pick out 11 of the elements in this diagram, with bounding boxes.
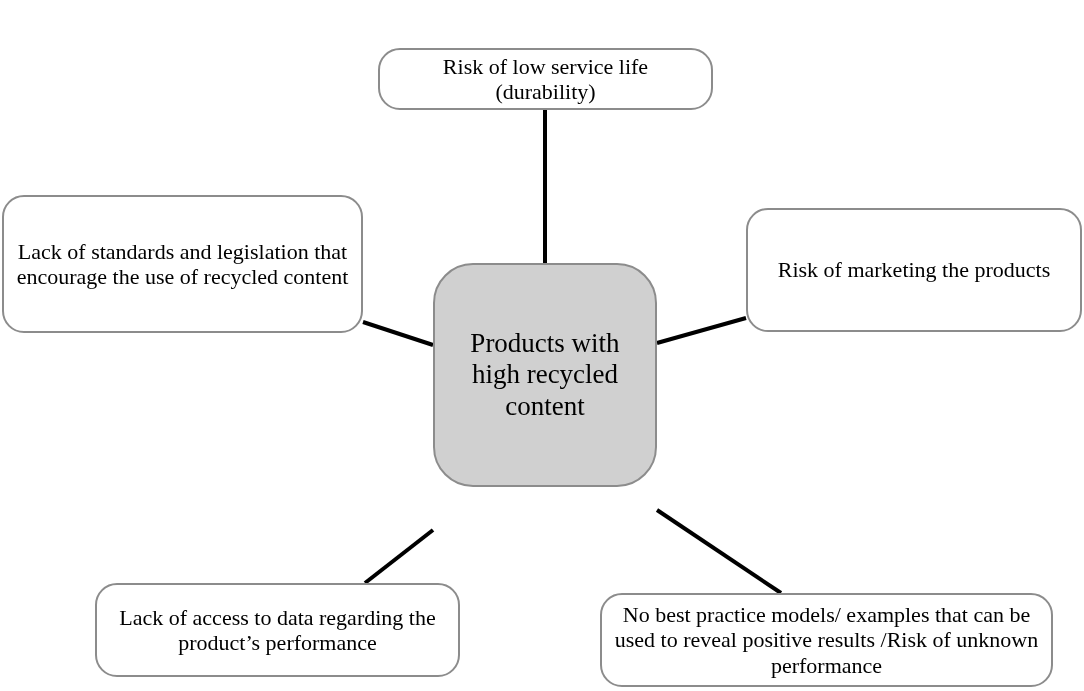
connector-line [656, 316, 747, 345]
connector-line [362, 320, 434, 347]
barrier-box: Lack of standards and legislation that encourage the use of recycled content [2, 195, 363, 333]
barrier-box: Risk of low service life (durability) [378, 48, 713, 110]
barrier-box: Risk of marketing the products [746, 208, 1082, 332]
connector-line [363, 528, 435, 585]
connector-line [655, 508, 783, 595]
barrier-box: No best practice models/ examples that can be used to reveal positive results /Risk of unknown performance [600, 593, 1053, 687]
barrier-box: Lack of access to data regarding the product’s performance [95, 583, 460, 677]
connector-line [543, 110, 547, 263]
central-box: Products with high recycled content [433, 263, 657, 487]
